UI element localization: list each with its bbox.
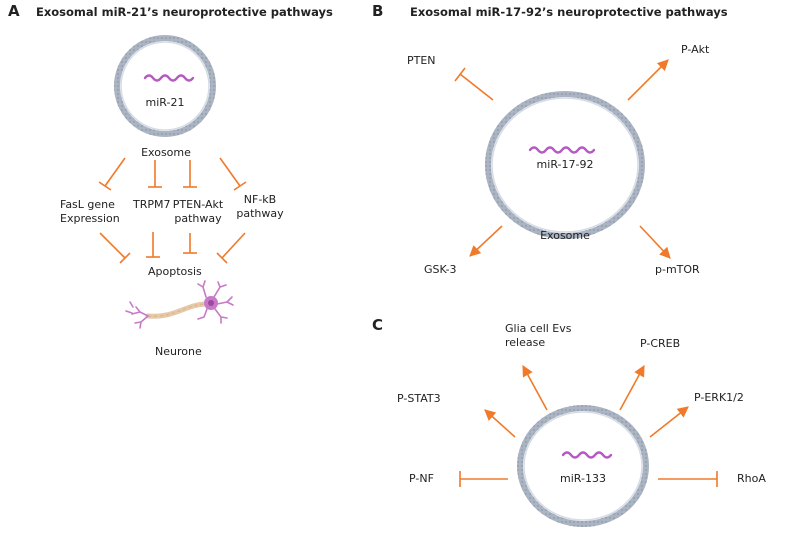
rhoa-label: RhoA bbox=[737, 472, 766, 485]
p-stat3-label: P-STAT3 bbox=[397, 392, 441, 405]
inhibit-pten bbox=[459, 73, 494, 101]
activate-p-creb bbox=[619, 365, 645, 411]
target-nfkb-line2: pathway bbox=[236, 207, 284, 220]
glia-evs-line2: release bbox=[505, 336, 546, 349]
inhibit-apoptosis-1 bbox=[99, 232, 126, 259]
target-nfkb: NF-kB pathway bbox=[236, 193, 284, 221]
rna-strand-b bbox=[528, 146, 596, 154]
panel-a-inhibitions bbox=[98, 157, 247, 264]
panel-a-title: Exosomal miR-21’s neuroprotective pathwa… bbox=[36, 5, 333, 19]
target-trpm7: TRPM7 bbox=[133, 198, 171, 211]
p-creb-label: P-CREB bbox=[640, 337, 681, 350]
panel-c-letter: C bbox=[372, 316, 384, 334]
neuron-illustration bbox=[125, 280, 234, 329]
panel-b-title: Exosomal miR-17-92’s neuroprotective pat… bbox=[410, 5, 728, 19]
p-mtor-label: p-mTOR bbox=[655, 263, 700, 276]
rna-strand-a bbox=[143, 74, 195, 82]
panel-b-connectors bbox=[454, 59, 671, 259]
glia-evs-label: Glia cell Evs release bbox=[505, 322, 572, 350]
neurone-label: Neurone bbox=[155, 345, 202, 358]
p-nf-label: P-NF bbox=[409, 472, 434, 485]
panel-b-letter: B bbox=[372, 2, 384, 20]
target-fasl: FasL gene Expression bbox=[60, 198, 120, 226]
inhibit-apoptosis-4 bbox=[221, 232, 246, 259]
pten-label: PTEN bbox=[407, 54, 436, 67]
exosome-label-b: Exosome bbox=[540, 229, 590, 242]
activate-p-mtor bbox=[639, 225, 671, 259]
glia-evs-line1: Glia cell Evs bbox=[505, 322, 572, 335]
exosome-b bbox=[485, 91, 645, 239]
rna-strand-c bbox=[561, 451, 613, 459]
target-pten-akt-line1: PTEN-Akt bbox=[172, 198, 224, 211]
panel-a-letter: A bbox=[8, 2, 20, 20]
activate-p-akt bbox=[627, 59, 669, 101]
target-nfkb-line1: NF-kB bbox=[243, 193, 277, 206]
activate-p-erk bbox=[649, 406, 689, 438]
activate-p-stat3 bbox=[484, 409, 516, 438]
exosome-label-a: Exosome bbox=[141, 146, 191, 159]
target-fasl-line2: Expression bbox=[60, 212, 120, 225]
activate-gsk3 bbox=[469, 225, 503, 257]
mirna-label-a: miR-21 bbox=[145, 96, 185, 109]
panel-c-connectors bbox=[459, 365, 718, 487]
p-erk-label: P-ERK1/2 bbox=[694, 391, 744, 404]
exosome-c bbox=[517, 405, 649, 527]
exosome-a bbox=[114, 35, 216, 137]
p-akt-label: P-Akt bbox=[681, 43, 710, 56]
mirna-label-b: miR-17-92 bbox=[536, 158, 594, 171]
activate-glia-evs bbox=[522, 365, 548, 411]
inhibit-fasl bbox=[104, 157, 126, 187]
target-pten-akt: PTEN-Akt pathway bbox=[168, 198, 228, 226]
target-fasl-line1: FasL gene bbox=[60, 198, 115, 211]
target-pten-akt-line2: pathway bbox=[174, 212, 222, 225]
mirna-label-c: miR-133 bbox=[560, 472, 606, 485]
apoptosis-label: Apoptosis bbox=[148, 265, 202, 278]
inhibit-nfkb bbox=[219, 157, 241, 187]
gsk3-label: GSK-3 bbox=[424, 263, 457, 276]
